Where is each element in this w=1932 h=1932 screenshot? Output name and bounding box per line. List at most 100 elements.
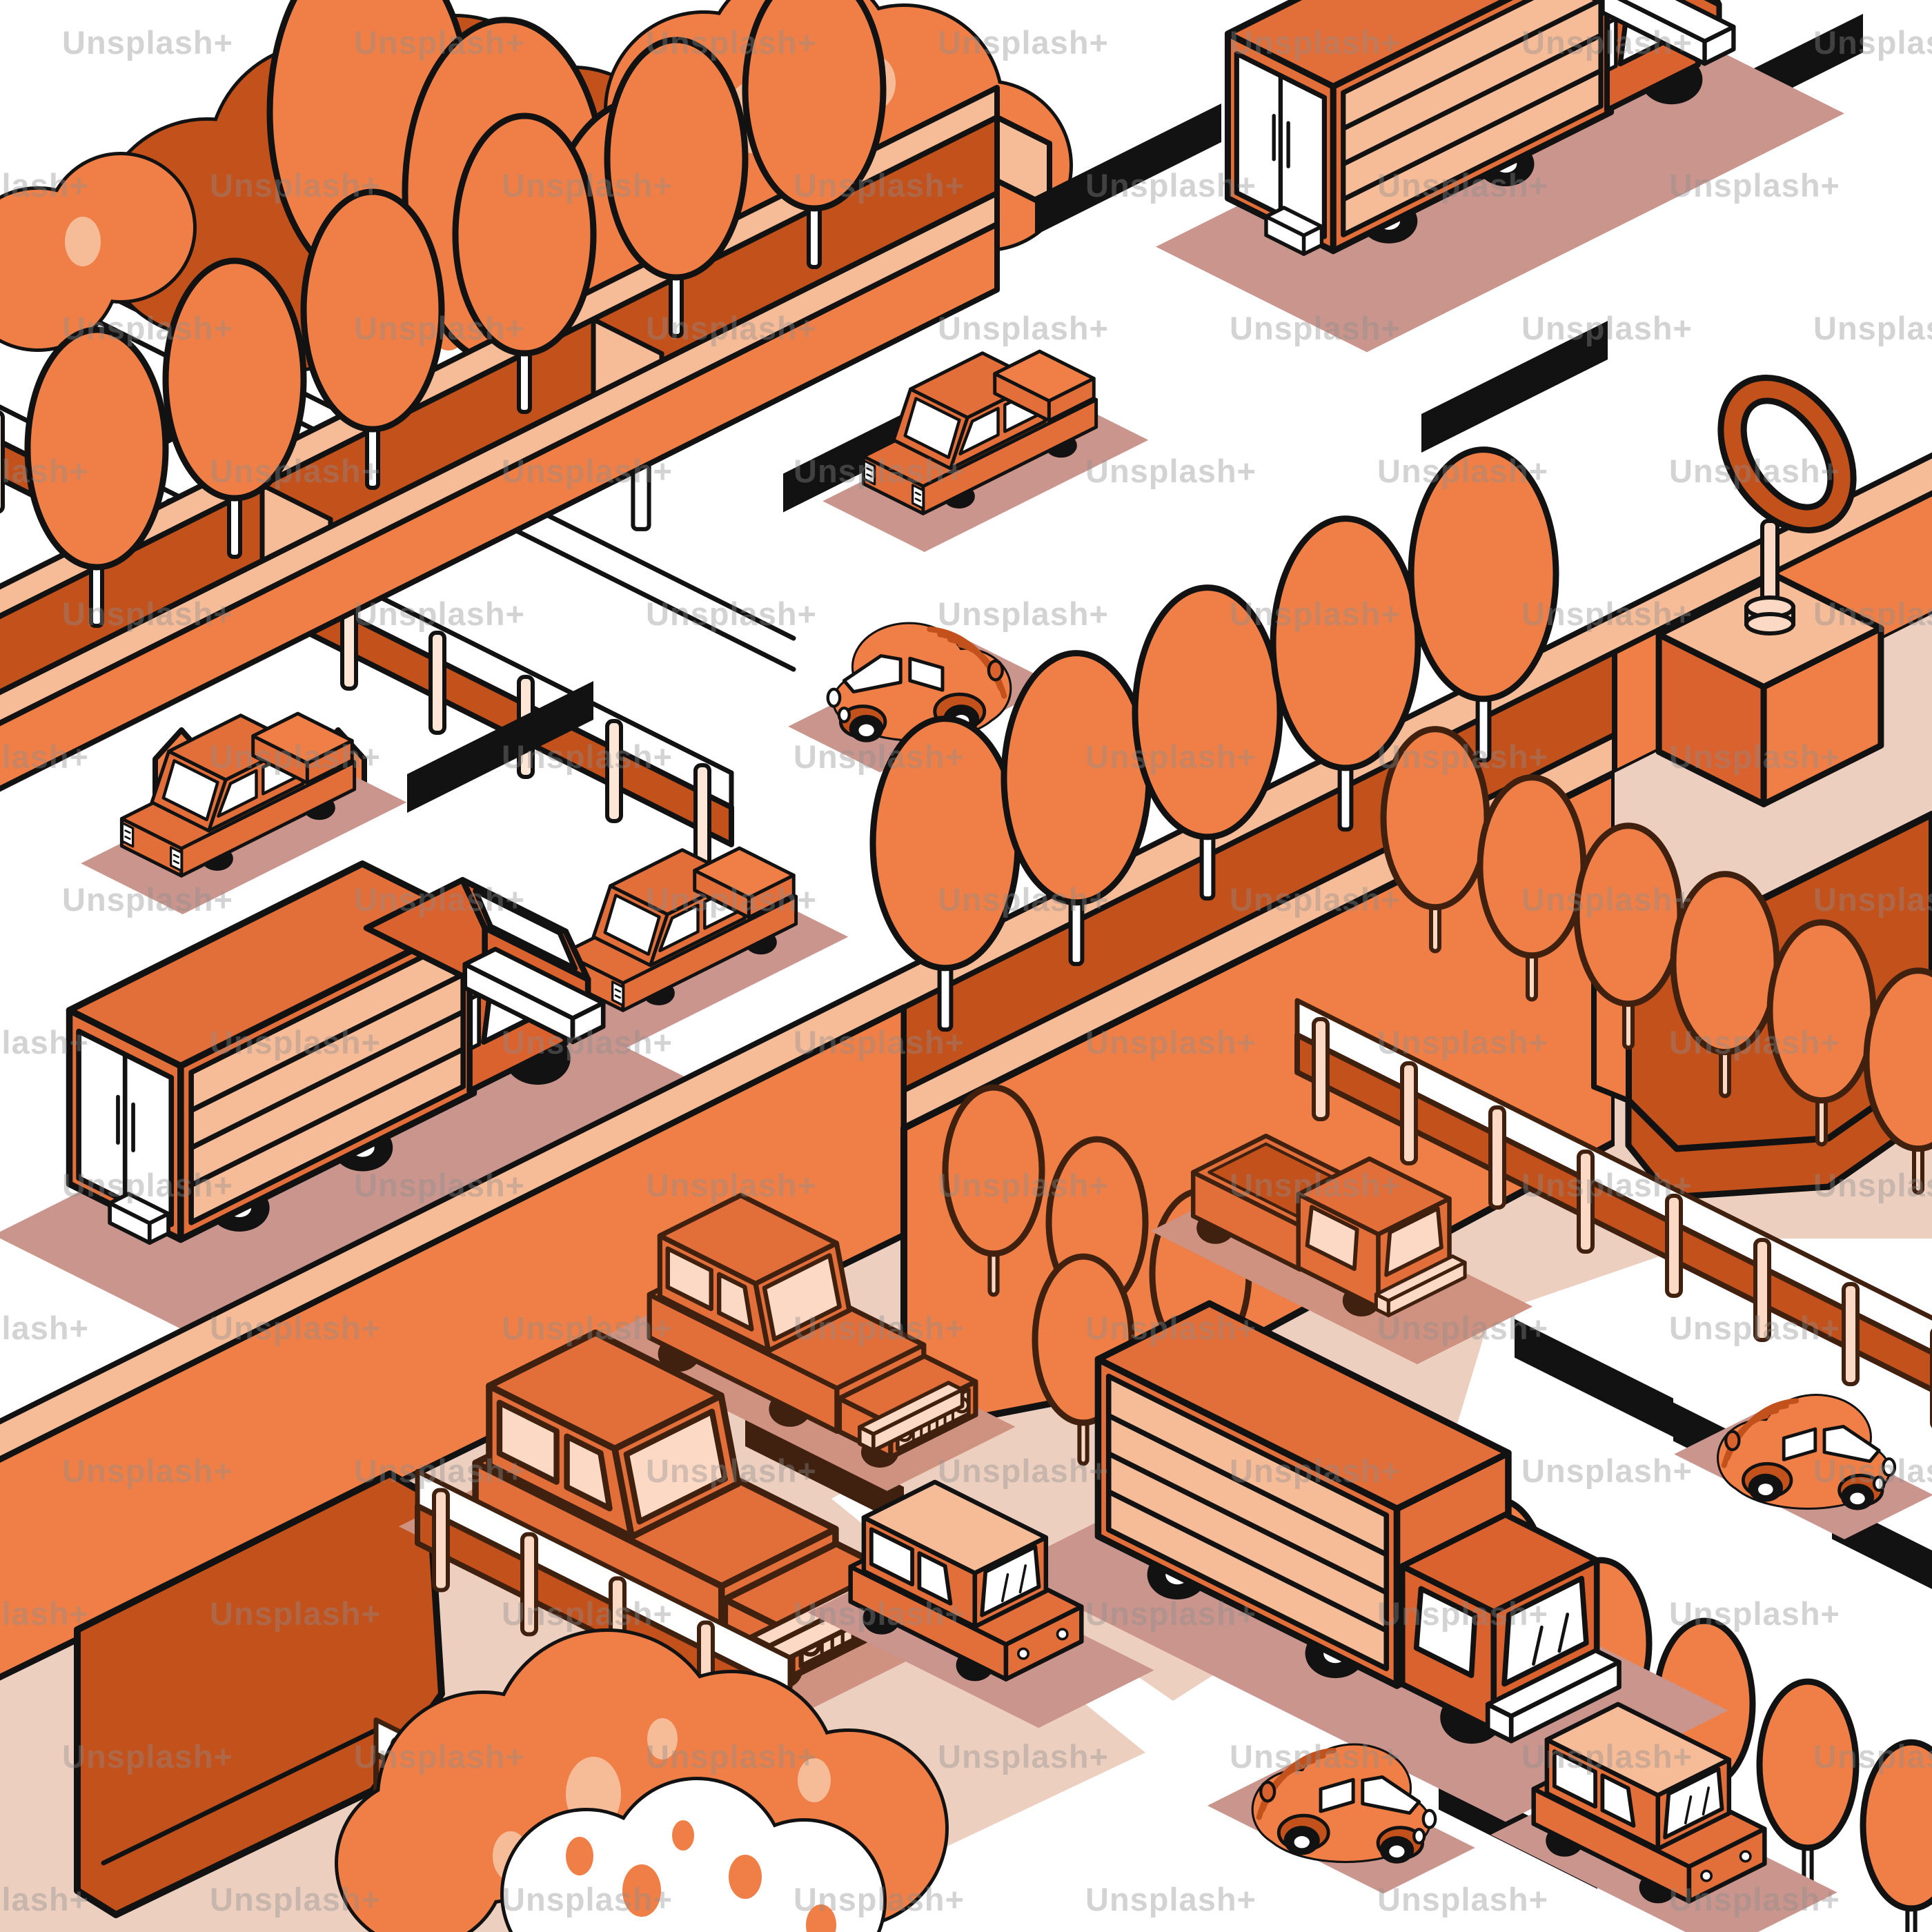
windshield [762,1253,842,1342]
tree-canopy [24,326,169,571]
tree-canopy [1270,515,1421,771]
box-top [693,846,796,900]
headlight [169,846,183,872]
bush-spot [806,1904,836,1932]
cargo-slats [1341,0,1604,237]
shape [914,491,922,496]
side-window [665,1246,713,1312]
tree-canopy [1132,584,1283,840]
tree [1408,446,1559,763]
box-top [1264,206,1324,237]
box-top [462,947,606,1021]
slat-line [1341,68,1604,202]
wheel-hub [1294,1836,1310,1849]
guardrail-post [1842,1282,1860,1386]
guardrail-post [1488,1105,1506,1210]
tree [452,112,597,414]
tree-canopy [1863,967,1932,1152]
headlight [837,706,851,724]
tree [942,1084,1045,1297]
guardrail [1294,998,1932,1428]
sign-ring-center [1740,397,1834,511]
wheel-hub [1850,1492,1865,1505]
bush-spot [622,1864,661,1917]
tree [1863,967,1932,1195]
wheel-hub [1758,1483,1773,1495]
windshield [980,1544,1041,1617]
windshield [1501,1575,1589,1687]
windshield [161,759,219,822]
tree [1766,919,1877,1147]
jeep-car [591,1192,1016,1491]
tree [1670,871,1780,1098]
tree-canopy [869,716,1021,972]
box-top [861,1479,1049,1575]
planter-face [0,221,1000,792]
suv-car [807,1479,1154,1728]
guardrail-post [1665,1194,1683,1298]
shape [124,829,131,834]
headlight [1421,1808,1437,1829]
wiper [1684,1795,1693,1825]
guardrail-post [0,410,5,514]
side-window [1782,1427,1817,1461]
lower-road-layer [373,726,1932,1932]
tree [1860,1739,1932,1932]
side-window [564,1433,613,1512]
tree-canopy [1380,726,1490,911]
windshield [842,653,903,694]
cab-vent-window [1606,17,1618,72]
box-top [108,1192,170,1225]
tree-canopy [604,37,749,281]
box-top [251,711,354,765]
box-top [836,1353,978,1427]
sedan-car [822,349,1149,553]
guardrail-post [520,1532,538,1637]
tail-lamp [1259,1780,1276,1803]
box-truck [1156,0,1844,353]
bush-spot [566,1837,593,1875]
roof [657,1192,840,1286]
side-window [658,903,700,953]
headlight [826,687,842,708]
bush [500,1777,887,1932]
tree-canopy [1860,1739,1932,1912]
guardrail-post [428,631,446,735]
tree [1270,515,1421,832]
tree-canopy [1670,871,1780,1056]
shape [172,860,180,865]
windshield [473,888,578,972]
slat-line [1105,1489,1390,1633]
box-top [1544,1702,1732,1797]
headlight [1700,1869,1713,1882]
headlight [862,460,876,486]
tree-canopy [452,112,597,357]
tree-canopy [1408,446,1559,702]
rear-stripe [957,642,1007,699]
bush-lobe [338,1780,504,1932]
guardrail-post [605,719,623,823]
slat-line [1341,0,1604,132]
wiper [1702,1786,1711,1816]
shape [866,467,873,472]
tail-lamp [1724,1430,1741,1452]
slat-line [1105,1450,1390,1595]
headlight [1412,1827,1426,1845]
shape [914,497,922,502]
ring-road-sign [1717,374,1857,534]
wheel-hub [1389,1845,1405,1858]
box-top [1094,1300,1512,1512]
tree-canopy [1000,650,1152,906]
windshield [623,1408,728,1525]
headlight [1882,1457,1897,1477]
guardrail-post [432,1488,450,1593]
median-planter-left [0,0,1052,803]
lane-marking [1421,321,1608,453]
guardrail-band [1294,1032,1932,1393]
tree [1380,726,1490,954]
wiper [1000,1573,1009,1603]
wiper [1532,1625,1544,1666]
headlight [1017,1647,1030,1660]
side-window [869,1527,914,1587]
